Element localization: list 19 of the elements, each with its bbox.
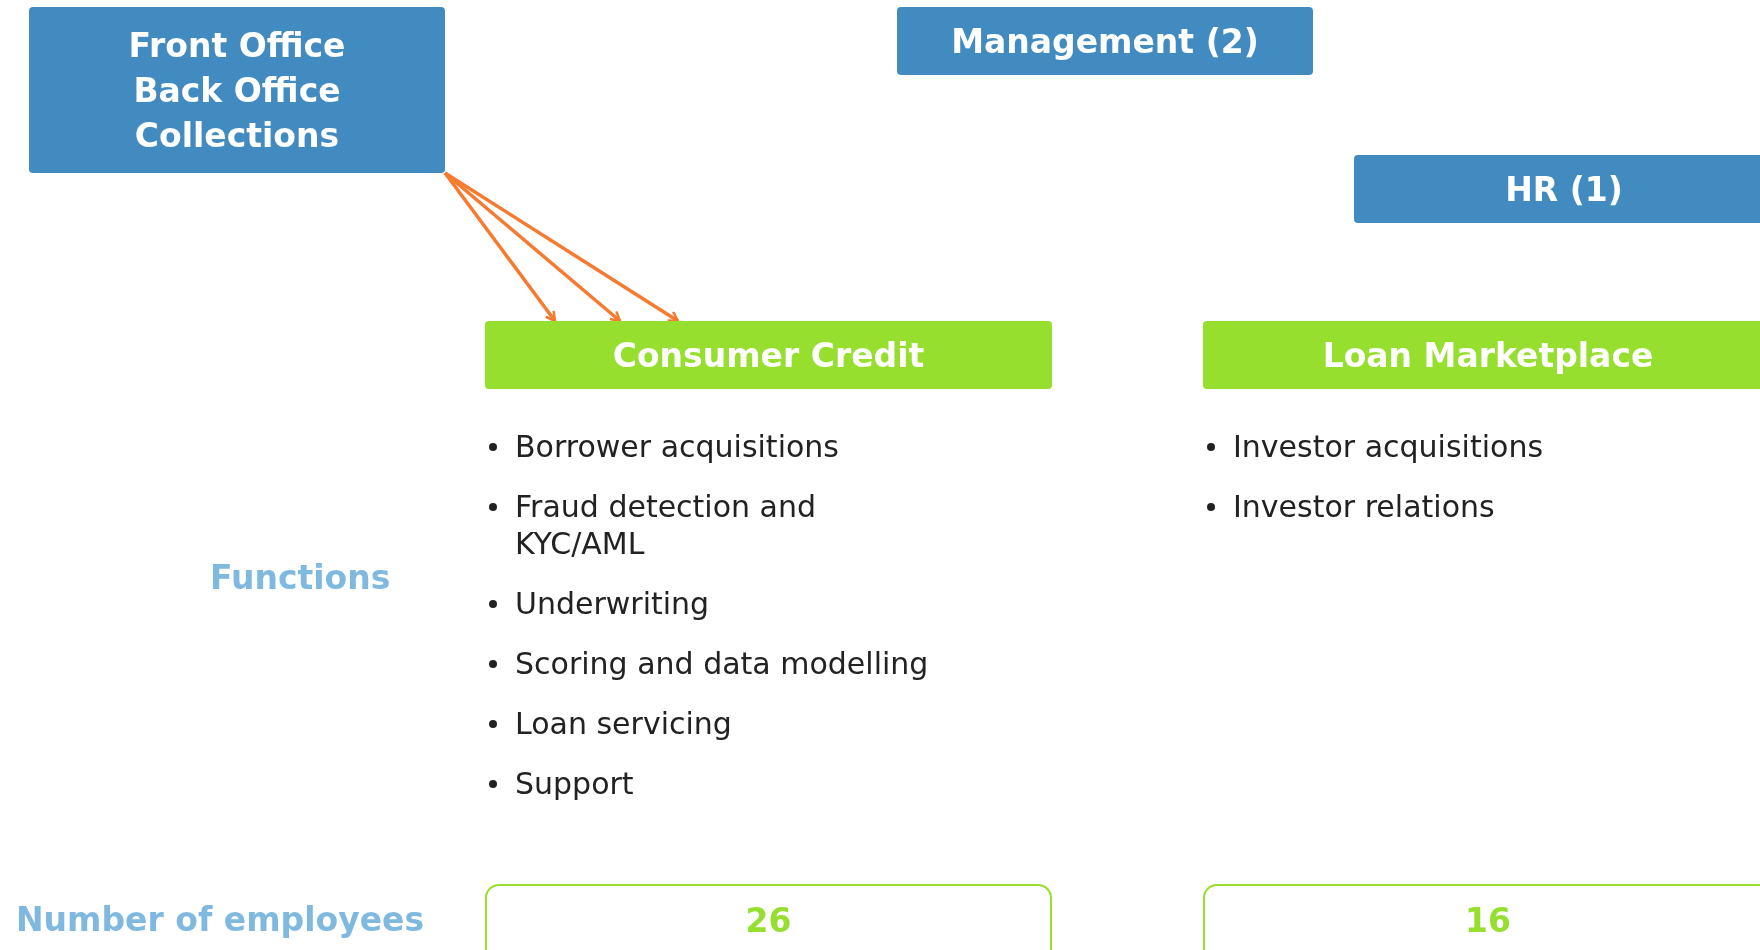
bullet-item: Investor acquisitions bbox=[1203, 428, 1563, 465]
bullet-item: Fraud detection and KYC/AML bbox=[485, 488, 845, 562]
loan-marketplace-header: Loan Marketplace bbox=[1203, 321, 1760, 389]
bullet-item: Scoring and data modelling bbox=[485, 645, 1035, 682]
bullet-item: Investor relations bbox=[1203, 488, 1563, 525]
row-label: Functions bbox=[210, 558, 391, 597]
bullet-item: Loan servicing bbox=[485, 705, 845, 742]
employee-count-box: 16 bbox=[1203, 884, 1760, 950]
consumer-credit-header: Consumer Credit bbox=[485, 321, 1052, 389]
management-box: Management (2) bbox=[897, 7, 1313, 75]
row-label: Number of employees bbox=[16, 900, 425, 939]
arrow bbox=[443, 171, 557, 323]
hr-box: HR (1) bbox=[1354, 155, 1760, 223]
employee-count-box: 26 bbox=[485, 884, 1052, 950]
bullet-item: Support bbox=[485, 765, 845, 802]
arrow bbox=[444, 171, 680, 323]
bullet-item: Borrower acquisitions bbox=[485, 428, 845, 465]
team-box: Front Office Back Office Collections bbox=[29, 7, 445, 173]
bullet-item: Underwriting bbox=[485, 585, 845, 622]
